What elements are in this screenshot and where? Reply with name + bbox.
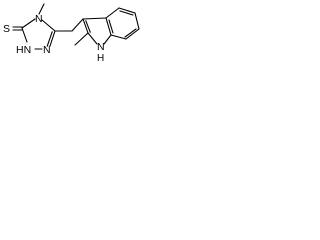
atom-sulfur: S	[3, 23, 10, 35]
bond-c3-n2-1	[49, 30, 56, 47]
bond-c3a-c7a	[105, 17, 112, 36]
atom-n2: N	[43, 44, 51, 56]
bond-ch2-c3indole	[71, 18, 84, 32]
bond-c3a-c3	[82, 17, 107, 20]
atom-hn: HN	[16, 44, 31, 56]
bond-c3a-c7a-inner	[108, 19, 114, 34]
bond-c3a-c4	[105, 7, 120, 19]
bond-c3-n2-2	[46, 31, 53, 47]
bond-c2-n1	[87, 32, 98, 45]
chemical-structure-diagram: S N HN N N H	[3, 3, 140, 64]
bond-n1-c7a	[103, 34, 112, 45]
bond-c3-c2-inner	[85, 20, 91, 33]
atom-n4: N	[35, 13, 43, 25]
bond-c6-c7-inner	[124, 28, 137, 38]
bond-n1-c5	[21, 27, 28, 43]
bond-c7-c7a	[110, 34, 127, 40]
bond-n4-methyl	[38, 3, 45, 15]
bond-c5-c6	[134, 12, 140, 30]
bond-c3-c2	[82, 18, 89, 34]
bond-n4-c3	[41, 19, 56, 32]
atom-indole-h: H	[97, 53, 104, 64]
atom-indole-n: N	[97, 41, 105, 53]
bond-c5-n4	[21, 18, 36, 29]
bond-c4-c5-inner	[119, 10, 134, 16]
bond-c6-c7	[125, 28, 140, 40]
bond-c4-c5	[118, 7, 136, 14]
bond-c2-methyl	[74, 32, 89, 46]
